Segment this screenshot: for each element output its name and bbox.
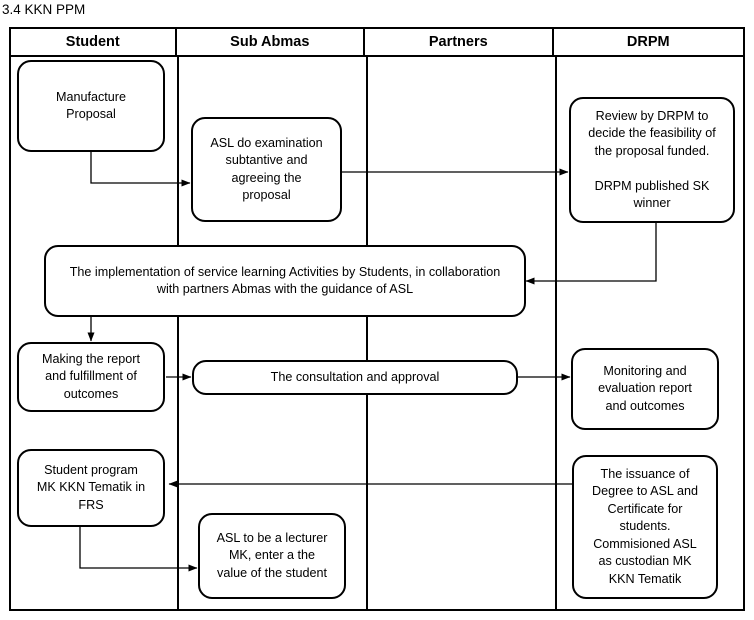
node-implementation[interactable]: The implementation of service learning A… [44, 245, 526, 317]
lane-divider-3 [555, 57, 557, 609]
lane-divider-2 [366, 57, 368, 609]
page-title: 3.4 KKN PPM [2, 2, 86, 17]
lane-header-drpm: DRPM [626, 34, 670, 50]
lane-header-student: Student [11, 29, 177, 55]
lane-header-row: Student Sub Abmas Partners DRPM [11, 29, 743, 57]
node-consultation-approval[interactable]: The consultation and approval [192, 360, 518, 395]
lane-header-partners: Partners [365, 29, 554, 55]
node-implementation-label: The implementation of service learning A… [69, 264, 501, 297]
node-consultation-approval-label: The consultation and approval [270, 369, 440, 384]
lane-header-sub-abmas: Sub Abmas [177, 29, 366, 55]
lane-divider-1 [177, 57, 179, 609]
